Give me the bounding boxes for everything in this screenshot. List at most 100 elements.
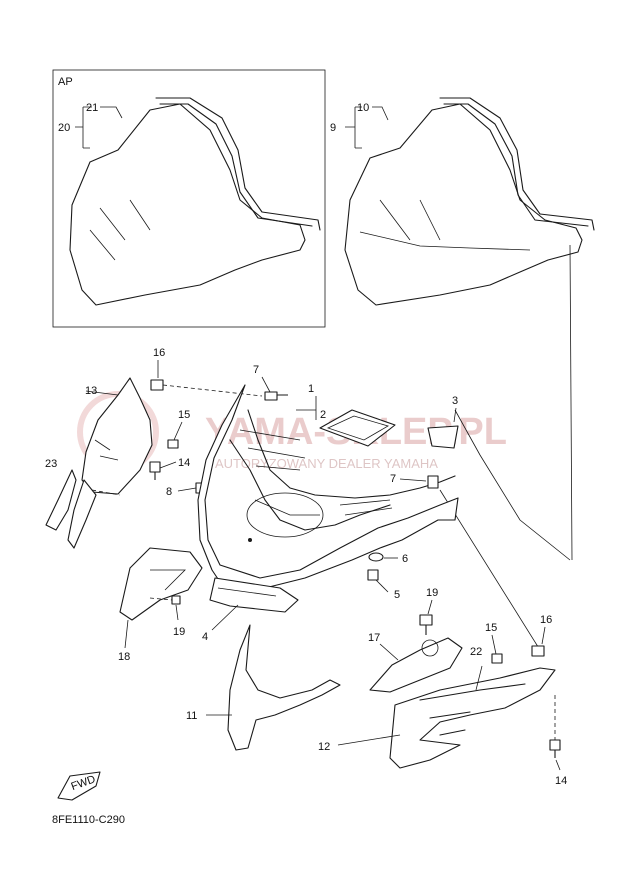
leader-13 bbox=[85, 390, 119, 396]
trim-17-shape bbox=[369, 637, 463, 693]
undercover-4-line bbox=[217, 587, 277, 597]
leader-18 bbox=[124, 619, 129, 649]
callout-8: 8 bbox=[166, 486, 172, 498]
sticker-2-inner bbox=[326, 415, 390, 441]
grommet-6-icon bbox=[368, 552, 384, 562]
headlight-opening bbox=[246, 492, 324, 538]
windscreen-body bbox=[344, 103, 583, 306]
callout-17: 17 bbox=[368, 632, 380, 644]
trim-17-hole bbox=[421, 639, 439, 657]
windscreen-trim-inner-inset bbox=[159, 103, 313, 227]
leader-22 bbox=[475, 665, 483, 691]
undercover-4: 4 bbox=[202, 577, 299, 643]
callout-20: 20 bbox=[58, 122, 70, 134]
trim-23-b bbox=[67, 479, 97, 549]
leader-15a bbox=[173, 421, 183, 441]
panel-13 bbox=[81, 377, 153, 495]
windscreen-trim bbox=[439, 97, 595, 231]
windscreen-trim-inset bbox=[155, 97, 321, 231]
leader-19a-dash bbox=[149, 597, 173, 601]
fwd-arrow-icon bbox=[57, 771, 101, 801]
callout-1: 1 bbox=[308, 383, 314, 395]
trim-17: 17 bbox=[368, 632, 463, 693]
screw-7a-icon bbox=[264, 391, 288, 401]
right-side-panel: 22 12 bbox=[318, 646, 556, 769]
panel-12-stripes bbox=[419, 683, 526, 736]
emblem-3: 3 bbox=[427, 395, 459, 449]
leader-19a bbox=[175, 604, 179, 621]
leader-15b bbox=[491, 634, 497, 655]
cowl-11-shape bbox=[227, 624, 341, 751]
front-cowling: 1 2 bbox=[197, 383, 459, 589]
lower-cowl-11: 11 bbox=[186, 624, 341, 751]
leader-3 bbox=[453, 407, 457, 423]
trim-23-a bbox=[45, 469, 77, 531]
cowling-1-inner bbox=[229, 439, 391, 531]
fwd-badge: FWD bbox=[57, 771, 101, 801]
sticker-2 bbox=[319, 409, 396, 447]
leader-14a bbox=[159, 461, 177, 469]
side-cover-18: 18 19 bbox=[118, 547, 203, 663]
fasteners-lower-right: 15 16 14 bbox=[485, 614, 567, 787]
left-side-panel: 13 bbox=[81, 377, 153, 495]
screw-5-icon bbox=[367, 569, 379, 581]
callout-11: 11 bbox=[186, 710, 197, 722]
fastener-19b: 19 bbox=[419, 587, 438, 635]
cover-18-shape bbox=[119, 547, 203, 621]
windscreen-shade bbox=[359, 199, 531, 251]
screw-19a-icon bbox=[171, 595, 181, 605]
callout-leader-9-10 bbox=[345, 106, 389, 149]
panel-12 bbox=[389, 667, 556, 769]
grommet-16-icon bbox=[150, 379, 164, 391]
windscreen-trim-inner bbox=[443, 103, 589, 227]
fasteners-right: 7 6 5 bbox=[367, 473, 439, 601]
inset-ap: AP 20 21 bbox=[52, 69, 326, 328]
screw-14b-icon bbox=[549, 739, 561, 758]
callout-12: 12 bbox=[318, 741, 330, 753]
leader-23-dash bbox=[91, 489, 121, 496]
callout-2: 2 bbox=[320, 409, 326, 421]
callout-16b: 16 bbox=[540, 614, 552, 626]
screw-14a-icon bbox=[149, 461, 161, 480]
callout-22: 22 bbox=[470, 646, 482, 658]
screw-7b-icon bbox=[427, 475, 439, 489]
cowling-1-ribs bbox=[239, 429, 320, 516]
callout-16a: 16 bbox=[153, 347, 165, 359]
leader-12 bbox=[337, 734, 401, 746]
callout-15a: 15 bbox=[178, 409, 190, 421]
callout-19b: 19 bbox=[426, 587, 438, 599]
callout-10: 10 bbox=[357, 102, 369, 114]
callout-15b: 15 bbox=[485, 622, 497, 634]
callout-13: 13 bbox=[85, 385, 97, 397]
leader-4 bbox=[211, 604, 239, 631]
leader-1-2 bbox=[296, 396, 317, 420]
watermark-subtitle: AUTORYZOWANY DEALER YAMAHA bbox=[215, 456, 438, 471]
panel-13-detail bbox=[94, 439, 119, 461]
callout-23: 23 bbox=[45, 458, 57, 470]
callout-21: 21 bbox=[86, 102, 98, 114]
cowling-1-vents bbox=[339, 499, 393, 516]
callout-19a: 19 bbox=[173, 626, 185, 638]
inset-frame bbox=[52, 69, 326, 328]
cowling-1-body bbox=[197, 384, 459, 589]
leader-16a-dash bbox=[162, 384, 263, 397]
callout-3: 3 bbox=[452, 395, 458, 407]
inset-label: AP bbox=[58, 76, 73, 88]
callout-7b: 7 bbox=[390, 473, 396, 485]
nut-15a-icon bbox=[167, 439, 179, 449]
callout-9: 9 bbox=[330, 122, 336, 134]
grommet-16b-icon bbox=[531, 645, 545, 657]
callout-7a: 7 bbox=[253, 364, 259, 376]
callout-14a: 14 bbox=[178, 457, 190, 469]
callout-leader-20-21 bbox=[75, 106, 123, 149]
leader-7b bbox=[399, 478, 427, 482]
assembly-guide-line-2 bbox=[439, 489, 541, 651]
leader-8 bbox=[177, 487, 197, 492]
cover-18-detail bbox=[150, 569, 186, 591]
assembly-guide-line bbox=[454, 244, 573, 561]
leader-14b bbox=[555, 759, 561, 771]
callout-14b: 14 bbox=[555, 775, 567, 787]
leader-7a bbox=[261, 376, 271, 393]
callout-6: 6 bbox=[402, 553, 408, 565]
